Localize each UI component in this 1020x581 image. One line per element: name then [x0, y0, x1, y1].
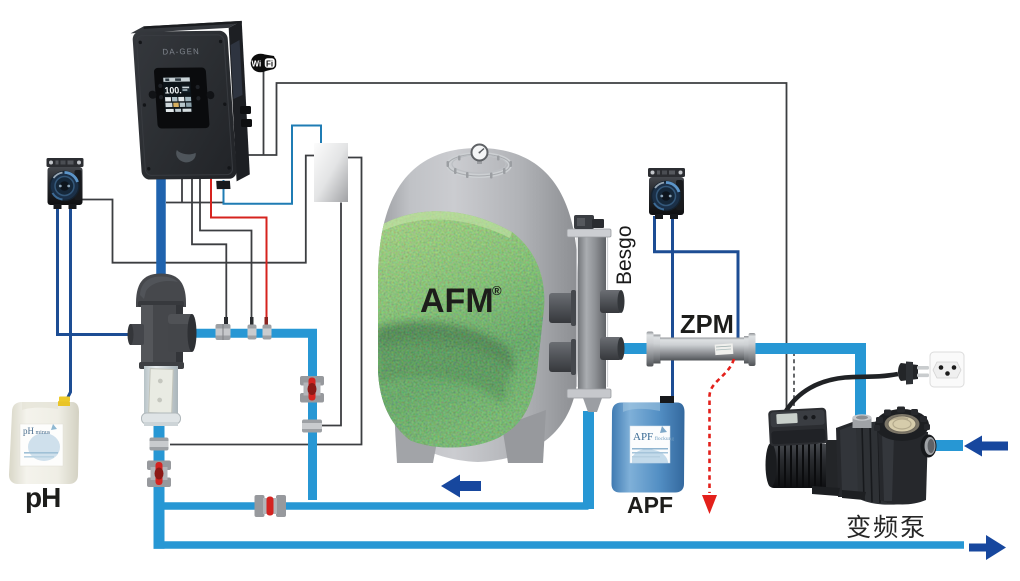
svg-text:DA-GEN: DA-GEN — [162, 47, 200, 57]
svg-text:APF: APF — [627, 492, 673, 518]
svg-text:Fi: Fi — [266, 60, 273, 69]
svg-text:®: ® — [492, 283, 502, 298]
svg-text:Besgo: Besgo — [613, 225, 636, 285]
svg-text:100.: 100. — [164, 85, 182, 95]
svg-text:pH: pH — [25, 482, 60, 513]
svg-text:Wi: Wi — [252, 60, 262, 69]
svg-text:ZPM: ZPM — [680, 311, 734, 339]
svg-text:pH minus: pH minus — [23, 426, 51, 436]
svg-text:AFM: AFM — [420, 282, 494, 320]
